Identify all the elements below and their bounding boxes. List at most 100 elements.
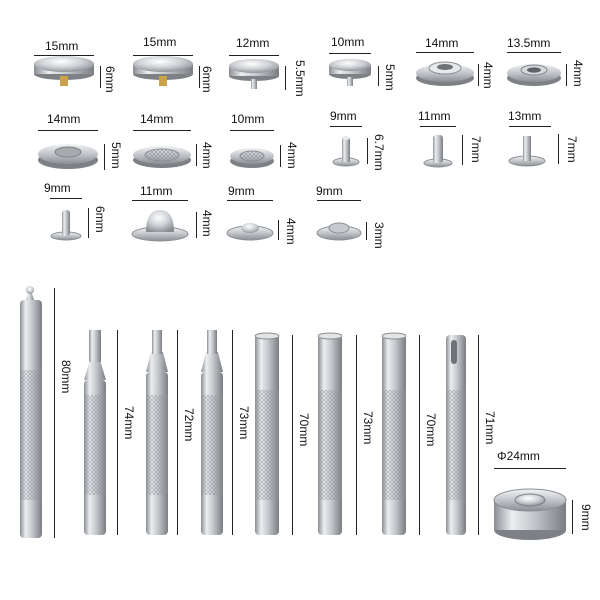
part-height-label: 4mm (200, 142, 214, 169)
dim-line (285, 66, 286, 90)
part-height-label: 4mm (285, 142, 299, 169)
domed-socket (131, 210, 189, 242)
dim-line (494, 468, 566, 469)
dim-line (419, 335, 420, 535)
part-height-label: 6mm (93, 206, 107, 233)
dim-line (117, 330, 118, 535)
part-width-label: 9mm (330, 109, 357, 123)
dim-line (572, 500, 573, 534)
part-height-label: 4mm (200, 210, 214, 237)
dim-line (378, 66, 379, 86)
tool-2 (84, 330, 106, 535)
snap-cap-3 (229, 59, 279, 89)
part-width-label: 9mm (44, 181, 71, 195)
dim-line (478, 335, 479, 535)
dim-line (50, 198, 82, 199)
dim-line (230, 130, 274, 131)
dim-line (356, 335, 357, 535)
part-height-label: 3mm (372, 222, 386, 249)
post-1 (332, 136, 360, 167)
tool-3 (146, 330, 168, 535)
part-width-label: 10mm (231, 112, 265, 126)
part-width-label: 14mm (425, 36, 459, 50)
snap-socket-2 (507, 64, 561, 86)
tool-1 (20, 286, 42, 538)
dim-line (509, 126, 551, 127)
dim-line (199, 66, 200, 88)
part-height-label: 7mm (469, 136, 483, 163)
dim-line (462, 135, 463, 165)
stud-2 (133, 146, 191, 168)
part-width-label: 15mm (143, 35, 177, 49)
tool-length-label: 73mm (237, 406, 251, 440)
part-width-label: 13mm (508, 109, 542, 123)
dim-line (416, 52, 474, 53)
small-stud-1 (226, 223, 274, 241)
dim-line (507, 52, 561, 53)
dim-line (177, 330, 178, 535)
tool-4 (201, 330, 223, 535)
dim-line (478, 64, 479, 86)
part-width-label: 14mm (47, 112, 81, 126)
dim-line (38, 130, 98, 131)
stud-3 (230, 148, 274, 168)
dim-line (227, 200, 273, 201)
part-width-label: 13.5mm (507, 36, 551, 50)
post-2 (423, 135, 453, 168)
dim-line (54, 288, 55, 538)
dim-line (330, 126, 362, 127)
rivet-post-1 (50, 210, 82, 241)
part-width-label: 10mm (331, 35, 365, 49)
dim-line (100, 66, 101, 88)
dim-line (196, 212, 197, 238)
snap-cap-1 (34, 56, 94, 86)
tool-length-label: 71mm (483, 411, 497, 445)
tool-length-label: 72mm (182, 408, 196, 442)
anvil-base (493, 488, 567, 540)
anvil-height-label: 9mm (579, 504, 593, 531)
dim-line (232, 330, 233, 535)
part-height-label: 4mm (284, 218, 298, 245)
snap-cap-2 (133, 56, 193, 86)
dim-line (317, 200, 361, 201)
part-height-label: 5mm (109, 142, 123, 169)
dim-line (367, 138, 368, 164)
part-height-label: 5.5mm (293, 60, 307, 97)
dim-line (104, 144, 105, 170)
dim-line (292, 335, 293, 535)
dim-line (34, 55, 94, 56)
tool-6 (317, 332, 343, 535)
part-height-label: 4mm (481, 62, 495, 89)
part-width-label: 14mm (140, 112, 174, 126)
dim-line (558, 134, 559, 164)
dim-line (278, 220, 279, 240)
tool-8 (446, 335, 466, 535)
part-height-label: 7mm (565, 136, 579, 163)
dim-line (280, 145, 281, 167)
tool-5 (254, 332, 280, 535)
tool-length-label: 74mm (122, 406, 136, 440)
snap-cap-4 (329, 59, 371, 86)
post-3 (508, 136, 546, 167)
dim-line (566, 64, 567, 86)
part-width-label: 15mm (45, 39, 79, 53)
part-width-label: 11mm (140, 184, 173, 198)
dim-line (133, 55, 193, 56)
dim-line (366, 222, 367, 240)
dim-line (196, 144, 197, 166)
tool-length-label: 80mm (59, 360, 73, 394)
part-height-label: 6mm (200, 66, 214, 93)
part-height-label: 6.7mm (372, 134, 386, 171)
dim-line (133, 130, 191, 131)
tool-length-label: 70mm (424, 413, 438, 447)
part-height-label: 6mm (103, 66, 117, 93)
stud-1 (38, 144, 98, 169)
small-stud-2 (316, 222, 362, 241)
tool-7 (381, 332, 407, 535)
part-width-label: 11mm (418, 109, 451, 123)
anvil-diameter-label: Φ24mm (497, 449, 540, 463)
dim-line (420, 126, 456, 127)
dim-line (88, 208, 89, 238)
tool-length-label: 73mm (361, 411, 375, 445)
